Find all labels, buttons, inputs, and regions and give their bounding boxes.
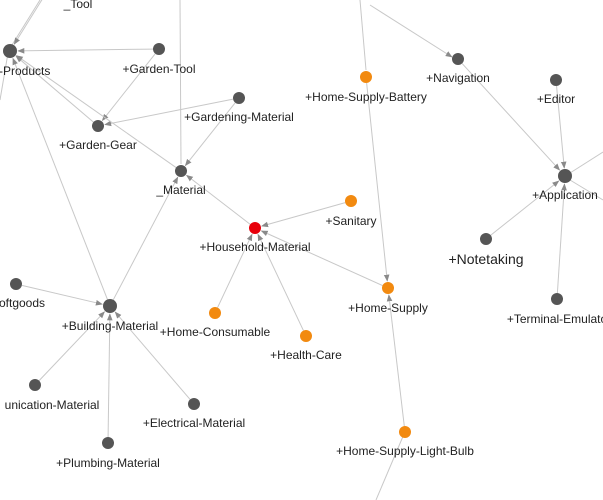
node-label-building-material: +Building-Material: [62, 319, 158, 333]
node-label-plumbing: +Plumbing-Material: [56, 456, 160, 470]
node-household-material[interactable]: [249, 222, 261, 234]
node-communication[interactable]: [29, 379, 41, 391]
node-softgoods[interactable]: [10, 278, 22, 290]
node-label-editor: +Editor: [537, 92, 575, 106]
edge-building-material-to-material: [112, 176, 179, 301]
node-label-electrical: +Electrical-Material: [143, 416, 245, 430]
node-plumbing[interactable]: [102, 437, 114, 449]
edge-offscreen-right-2: [569, 179, 603, 201]
node-garden-tool[interactable]: [153, 43, 165, 55]
edge-sanitary-to-household-material: [261, 202, 346, 228]
node-label-navigation: +Navigation: [426, 71, 490, 85]
edge-offscreen-top-2: [179, 0, 182, 165]
node-building-material[interactable]: [103, 299, 117, 313]
edge-offscreen-right-1: [569, 151, 603, 174]
edge-offscreen-left: [0, 52, 9, 101]
node-label-top-tool: _Tool: [63, 0, 93, 11]
node-label-notetaking: +Notetaking: [448, 251, 523, 267]
node-label-terminal: +Terminal-Emulato: [507, 312, 603, 326]
node-gardening-material[interactable]: [233, 92, 245, 104]
node-terminal[interactable]: [551, 293, 563, 305]
edge-gardening-material-to-garden-gear: [104, 98, 234, 127]
edge-home-supply-battery-to-home-supply: [366, 82, 390, 282]
node-label-light-bulb: +Home-Supply-Light-Bulb: [336, 444, 474, 458]
node-label-sanitary: +Sanitary: [325, 214, 376, 228]
edge-home-supply-to-household-material: [260, 230, 383, 286]
node-label-material: _Material: [155, 183, 205, 197]
edge-garden-tool-to-products: [17, 48, 154, 54]
node-material[interactable]: [175, 165, 187, 177]
edge-navigation-to-application: [461, 63, 561, 171]
node-editor[interactable]: [550, 74, 562, 86]
node-home-supply-battery[interactable]: [360, 71, 372, 83]
node-label-garden-gear: +Garden-Gear: [59, 138, 137, 152]
labels-layer: _Tool al-Products +Garden-Tool +Gardening-M…: [0, 0, 603, 470]
node-label-garden-tool: +Garden-Tool: [122, 62, 195, 76]
edge-communication-to-building-material: [38, 311, 105, 381]
node-sanitary[interactable]: [345, 195, 357, 207]
edge-softgoods-to-building-material: [21, 284, 103, 306]
edge-light-bulb-to-home-supply: [386, 294, 405, 427]
edge-garden-tool-to-garden-gear: [101, 53, 156, 122]
edge-electrical-to-building-material: [114, 311, 191, 400]
edge-gardening-material-to-material: [184, 102, 236, 167]
edge-home-consumable-to-household-material: [217, 233, 253, 308]
edge-top-tool-to-products: [13, 0, 43, 45]
node-label-home-supply: +Home-Supply: [348, 301, 428, 315]
edge-offscreen-top-1: [11, 0, 41, 46]
node-notetaking[interactable]: [480, 233, 492, 245]
node-label-health-care: +Health-Care: [270, 348, 342, 362]
node-label-application: +Application: [532, 188, 598, 202]
node-label-household-material: +Household-Material: [199, 240, 310, 254]
edge-plumbing-to-building-material: [106, 313, 113, 438]
node-products[interactable]: [3, 44, 17, 58]
node-label-home-supply-battery: +Home-Supply-Battery: [305, 90, 427, 104]
node-label-products: al-Products: [0, 64, 50, 78]
edge-building-material-to-products: [12, 57, 108, 300]
node-light-bulb[interactable]: [399, 426, 411, 438]
edge-health-care-to-household-material: [257, 233, 304, 331]
edge-household-material-to-material: [185, 174, 251, 225]
edge-notetaking-to-application: [490, 180, 560, 236]
node-label-communication: unication-Material: [5, 398, 100, 412]
nodes-layer[interactable]: [3, 0, 572, 449]
node-electrical[interactable]: [188, 398, 200, 410]
edge-editor-to-application: [556, 85, 567, 169]
node-label-gardening-material: +Gardening-Material: [184, 110, 294, 124]
edge-offscreen-nav: [369, 4, 453, 58]
node-home-consumable[interactable]: [209, 307, 221, 319]
node-application[interactable]: [558, 169, 572, 183]
edge-material-to-products: [15, 55, 177, 168]
edge-offscreen-top-3: [359, 0, 367, 71]
node-home-supply[interactable]: [382, 282, 394, 294]
edge-garden-gear-to-products: [15, 55, 94, 123]
edge-terminal-to-application: [556, 183, 567, 294]
edge-offscreen-bottom: [375, 433, 405, 500]
node-label-softgoods: oftgoods: [0, 296, 45, 310]
node-health-care[interactable]: [300, 330, 312, 342]
node-label-home-consumable: +Home-Consumable: [160, 325, 271, 339]
node-garden-gear[interactable]: [92, 120, 104, 132]
node-navigation[interactable]: [452, 53, 464, 65]
